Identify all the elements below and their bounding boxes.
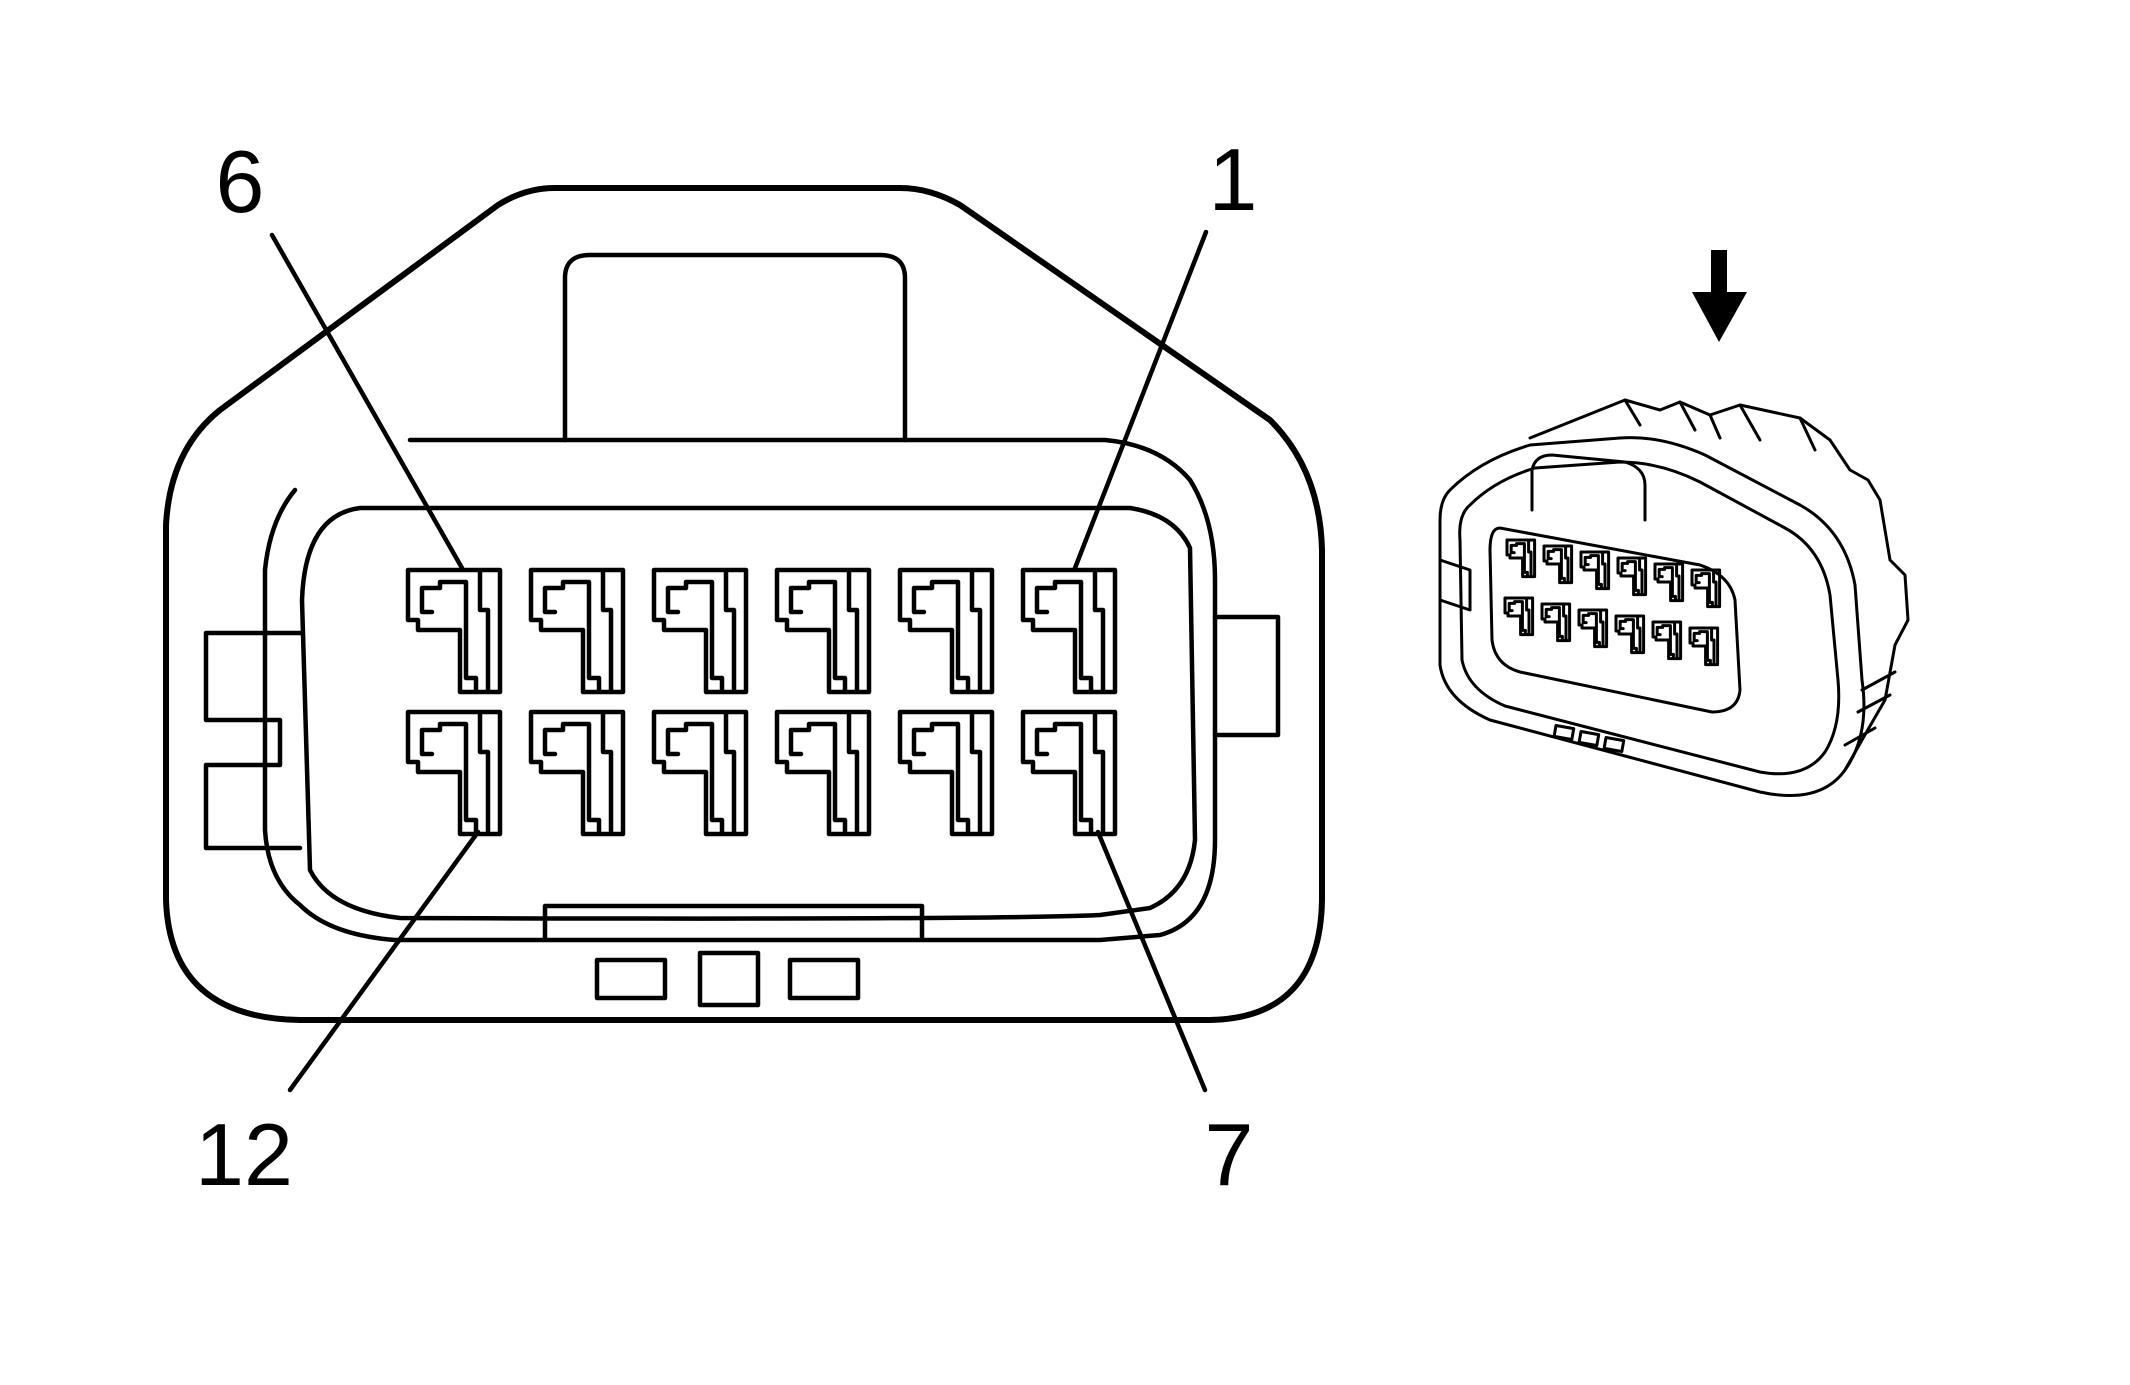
pin-label-7: 7 xyxy=(1205,1105,1254,1204)
terminal-cavity-11 xyxy=(528,709,626,837)
terminal-cavity-2 xyxy=(897,567,995,695)
terminal-cavity-12 xyxy=(405,709,503,837)
connector-isometric-view xyxy=(1438,250,1910,797)
terminal-cavity-6 xyxy=(405,567,503,695)
bottom-window-left xyxy=(594,957,668,1001)
terminal-cavity-7 xyxy=(1020,709,1118,837)
iso-terminal-cavity-6 xyxy=(1505,538,1537,579)
bottom-window-right xyxy=(787,957,861,1001)
pin-label-6: 6 xyxy=(216,132,265,231)
iso-terminal-cavities xyxy=(1503,538,1722,667)
iso-terminal-cavity-1 xyxy=(1690,568,1722,609)
iso-top-ribs xyxy=(1623,398,1817,452)
iso-terminal-cavity-3 xyxy=(1616,556,1648,597)
iso-window-center xyxy=(1577,730,1601,747)
terminal-cavity-4 xyxy=(651,567,749,695)
inner-shroud-inner xyxy=(299,505,1198,921)
iso-latch-window xyxy=(1530,453,1647,522)
leader-line-pin-7 xyxy=(1095,829,1208,1093)
connector-housing-outline xyxy=(163,185,1325,1023)
iso-terminal-cavity-10 xyxy=(1577,608,1609,649)
pin-label-12: 12 xyxy=(195,1105,293,1204)
iso-window-right xyxy=(1602,736,1626,753)
leader-line-pin-1 xyxy=(1072,229,1209,571)
bottom-window-center xyxy=(697,950,761,1008)
iso-window-left xyxy=(1552,724,1576,741)
leader-line-pin-12 xyxy=(287,829,481,1093)
iso-terminal-cavity-4 xyxy=(1579,550,1611,591)
leader-line-pin-6 xyxy=(269,232,465,571)
bottom-key-slot xyxy=(542,903,925,941)
right-side-tab xyxy=(1212,614,1281,738)
iso-terminal-cavity-5 xyxy=(1542,544,1574,585)
inner-shroud-outer xyxy=(262,437,1218,943)
left-side-tab xyxy=(203,630,303,851)
terminal-cavity-3 xyxy=(774,567,872,695)
pin-label-1: 1 xyxy=(1209,130,1258,229)
iso-front-shroud xyxy=(1438,436,1866,797)
iso-side-tab-left xyxy=(1438,558,1472,612)
terminal-cavity-5 xyxy=(528,567,626,695)
iso-terminal-cavity-2 xyxy=(1653,562,1685,603)
iso-terminal-cavity-7 xyxy=(1688,626,1720,667)
terminal-cavity-8 xyxy=(897,709,995,837)
locking-latch xyxy=(562,252,908,443)
terminal-cavity-1 xyxy=(1020,567,1118,695)
iso-pin-field xyxy=(1488,526,1742,714)
terminal-cavity-10 xyxy=(651,709,749,837)
iso-terminal-cavity-9 xyxy=(1614,614,1646,655)
down-arrow-icon xyxy=(1692,250,1747,342)
iso-rear-body xyxy=(1528,398,1910,772)
connector-face-view: 6 1 12 7 xyxy=(163,130,1325,1204)
terminal-row-bottom xyxy=(405,709,1118,837)
iso-terminal-cavity-12 xyxy=(1503,596,1535,637)
terminal-row-top xyxy=(405,567,1118,695)
iso-terminal-cavity-11 xyxy=(1540,602,1572,643)
iso-terminal-cavity-8 xyxy=(1651,620,1683,661)
iso-side-rails xyxy=(1843,670,1897,747)
terminal-cavity-9 xyxy=(774,709,872,837)
